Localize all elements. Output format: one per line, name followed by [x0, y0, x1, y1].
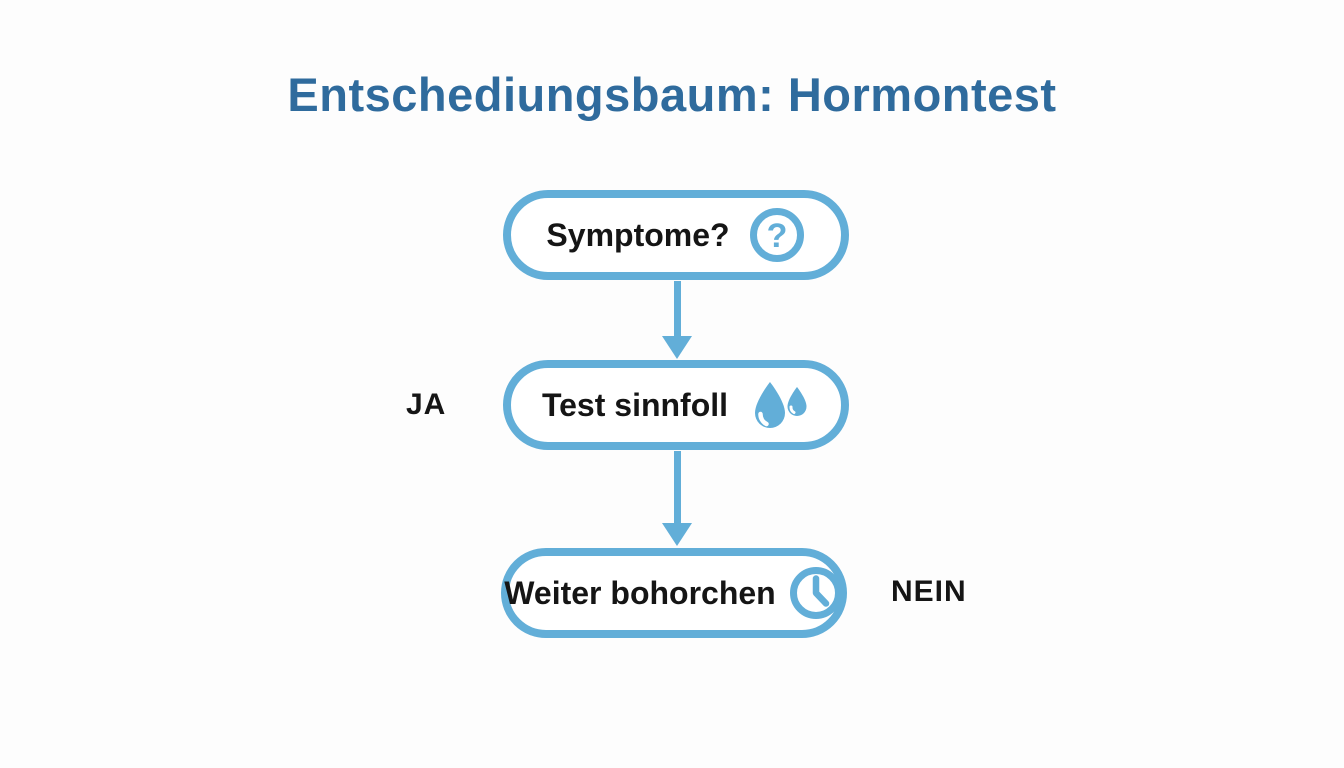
- question-circle-icon: ?: [749, 208, 804, 262]
- edge-label-nein: NEIN: [891, 575, 967, 608]
- arrow-head: [662, 336, 692, 359]
- arrow-head: [662, 523, 692, 546]
- water-drops-icon: [755, 382, 807, 428]
- page-title: Entschediungsbaum: Hormontest: [287, 68, 1057, 121]
- flow-node-test-sinnfoll[interactable]: Test sinnfoll: [503, 360, 849, 450]
- flow-node-label: Symptome?: [546, 216, 730, 253]
- edge-label-ja: JA: [406, 388, 447, 421]
- flow-arrow-down: [662, 451, 692, 546]
- flow-arrow-down: [662, 281, 692, 359]
- flow-node-weiter-bohorchen[interactable]: Weiter bohorchen: [501, 548, 847, 638]
- arrow-shaft: [673, 281, 681, 336]
- clock-icon: [789, 567, 842, 619]
- flow-node-label: Weiter bohorchen: [504, 574, 776, 611]
- flow-node-symptome[interactable]: Symptome? ?: [503, 190, 849, 280]
- flow-node-label: Test sinnfoll: [541, 386, 729, 423]
- arrow-shaft: [673, 451, 681, 523]
- svg-text:?: ?: [766, 217, 787, 255]
